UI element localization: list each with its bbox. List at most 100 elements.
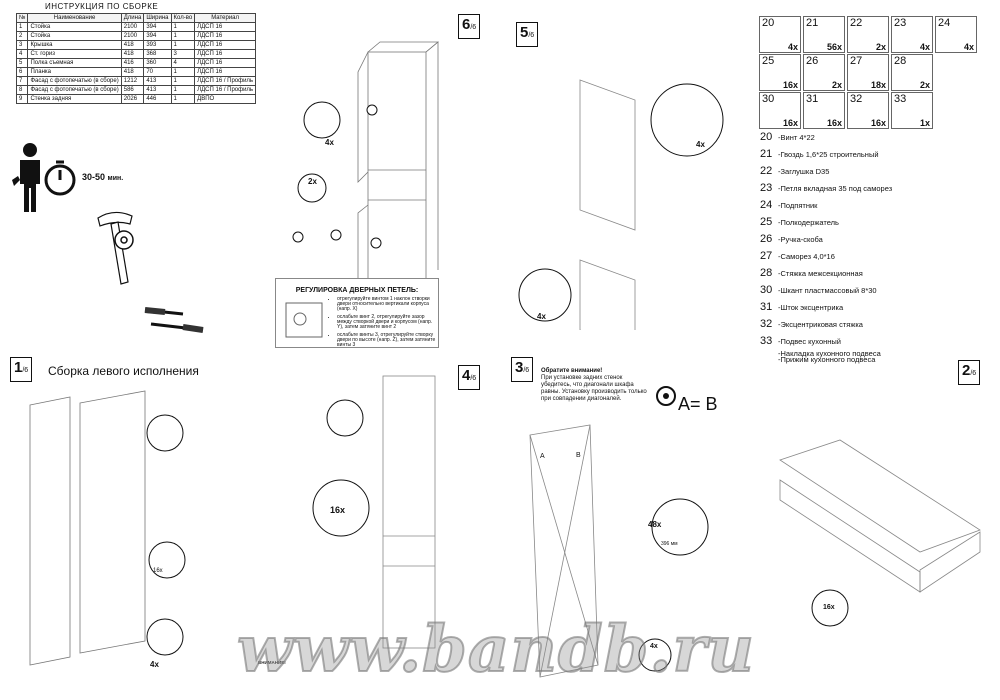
legend-number: 22 — [760, 165, 773, 177]
tape-measure-icon — [114, 230, 134, 250]
screwdrivers-illustration — [144, 307, 204, 333]
table-cell: 1 — [170, 85, 196, 95]
hardware-quantity: 2x — [919, 80, 930, 90]
assembly-time: 30-50 — [82, 172, 106, 182]
step-3-drawing — [529, 424, 709, 678]
table-cell: 393 — [143, 40, 172, 50]
legend-text: -Петля вкладная 35 под саморез — [778, 184, 893, 193]
table-cell: 1 — [170, 40, 196, 50]
hardware-number: 27 — [850, 55, 863, 67]
hardware-number: 21 — [806, 17, 819, 29]
step-4-drawing — [312, 375, 436, 649]
parts-table-header: Наименование — [27, 13, 122, 23]
step-5-drawing — [518, 79, 724, 330]
parts-table-header: Материал — [194, 13, 257, 23]
legend-text: -Винт 4*22 — [778, 133, 815, 142]
legend-number: 30 — [760, 284, 773, 296]
diagonal-warning: Обратите внимание! При установке задних … — [541, 368, 647, 402]
hardware-quantity: 4x — [963, 42, 974, 52]
legend-number: 26 — [760, 233, 773, 245]
legend-row: 22 -Заглушка D35 — [760, 165, 892, 177]
legend-number: 25 — [760, 216, 773, 228]
table-cell: 1212 — [120, 76, 145, 86]
hardware-quantity: 1x — [919, 118, 930, 128]
hinge-icon — [285, 302, 323, 338]
legend-row: 26-Ручка-скоба — [760, 233, 892, 245]
legend-text: -Гвоздь 1,6*25 строительный — [778, 150, 879, 159]
hardware-number: 33 — [894, 93, 907, 105]
hardware-quantity: 2x — [831, 80, 842, 90]
table-cell: 70 — [143, 67, 172, 77]
table-cell: 7 — [15, 76, 29, 86]
legend-row: 24-Подпятник — [760, 199, 892, 211]
assembly-time-unit: мин. — [107, 175, 124, 182]
diagonal-equality: A= B — [678, 394, 718, 414]
legend-row: 23-Петля вкладная 35 под саморез — [760, 182, 892, 194]
hardware-quantity: 16x — [826, 118, 842, 128]
step-4-badge: 4/6 — [458, 365, 481, 390]
table-cell: 5 — [15, 58, 29, 68]
legend-text: -Стяжка межсекционная — [778, 269, 863, 278]
legend-row: 30 -Шкант пластмассовый 8*30 — [760, 284, 892, 296]
legend-text: -Заглушка D35 — [778, 167, 830, 176]
legend-row: 31-Шток эксцентрика — [760, 301, 892, 313]
table-cell: 418 — [120, 40, 145, 50]
table-cell: ЛДСП 16 — [194, 49, 257, 59]
table-cell: 394 — [143, 22, 172, 32]
hardware-quantity: 4x — [787, 42, 798, 52]
legend-number: 28 — [760, 267, 773, 279]
table-cell: 1 — [170, 94, 196, 104]
table-cell: 4 — [15, 49, 29, 59]
legend-row: 20-Винт 4*22 — [760, 131, 892, 143]
table-cell: 2100 — [120, 31, 145, 41]
hardware-item: 32 16x — [847, 92, 889, 129]
hardware-quantity: 16x — [870, 118, 886, 128]
legend-row: 33 -Подвес кухонный — [760, 335, 892, 347]
legend-text: -Подпятник — [778, 201, 818, 210]
stopwatch-icon — [44, 160, 76, 196]
parts-table-header: Длина — [120, 13, 145, 23]
table-cell: ЛДСП 16 — [194, 58, 257, 68]
legend-row: 28 -Стяжка межсекционная — [760, 267, 892, 279]
hardware-item: 28 2x — [891, 54, 933, 91]
legend-number: 27 — [760, 250, 773, 262]
table-cell: 1 — [170, 67, 196, 77]
table-cell: 4 — [170, 58, 196, 68]
table-cell: 3 — [15, 40, 29, 50]
hardware-number: 28 — [894, 55, 907, 67]
step-2-badge: 2/6 — [958, 360, 981, 385]
hardware-number: 26 — [806, 55, 819, 67]
table-cell: Стенка задняя — [27, 94, 122, 104]
step-1-title: Сборка левого исполнения — [48, 364, 199, 378]
table-cell: 418 — [120, 49, 145, 59]
watermark-logo: www.bandb.ru — [236, 611, 755, 688]
legend-text: -Эксцентриковая стяжка — [778, 320, 863, 329]
table-cell: Полка съемная — [27, 58, 122, 68]
hardware-quantity: 4x — [919, 42, 930, 52]
table-cell: 413 — [143, 76, 172, 86]
hinge-adjustment-box: РЕГУЛИРОВКА ДВЕРНЫХ ПЕТЕЛЬ: отрегулируйт… — [275, 278, 439, 348]
table-cell: 6 — [15, 67, 29, 77]
hardware-quantity: 18x — [870, 80, 886, 90]
table-cell: 368 — [143, 49, 172, 59]
table-cell: ЛДСП 16 — [194, 67, 257, 77]
hardware-item: 27 18x — [847, 54, 889, 91]
step-1-badge: 1/6 — [10, 357, 33, 382]
legend-text: -Шкант пластмассовый 8*30 — [778, 286, 877, 295]
hardware-item: 33 1x — [891, 92, 933, 129]
hardware-number: 32 — [850, 93, 863, 105]
legend-number: 33 — [760, 335, 773, 347]
legend-text: -Подвес кухонный — [778, 337, 841, 346]
table-cell: 2100 — [120, 22, 145, 32]
step-2-drawing — [779, 439, 981, 627]
hardware-quantity: 16x — [782, 118, 798, 128]
